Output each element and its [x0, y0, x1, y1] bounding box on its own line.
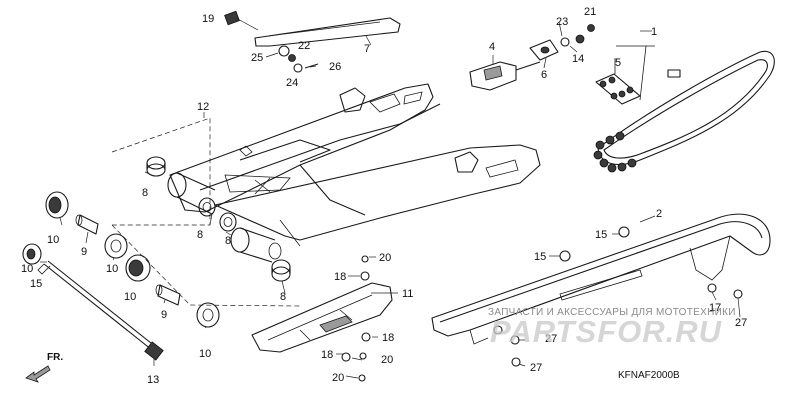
- callout-23: 23: [556, 16, 568, 28]
- callout-15a: 15: [595, 229, 607, 241]
- callout-10e: 10: [199, 348, 211, 360]
- callout-15c: 15: [30, 278, 42, 290]
- callout-27b: 27: [545, 333, 557, 345]
- callout-13: 13: [147, 374, 159, 386]
- callout-27c: 27: [530, 362, 542, 374]
- callout-18c: 18: [321, 349, 333, 361]
- callout-12: 12: [197, 101, 209, 113]
- callout-10d: 10: [124, 291, 136, 303]
- master-link: [595, 58, 641, 105]
- callout-9b: 9: [161, 309, 167, 321]
- callout-numbers: 1 2 4 5 6 7 8 8 8 8 9 9 10 10 10 10 10 1…: [21, 6, 747, 386]
- watermark-caption: ЗАПЧАСТИ И АКСЕССУАРЫ ДЛЯ МОТОТЕХНИКИ: [488, 307, 736, 318]
- bushings: [146, 156, 291, 282]
- callout-22: 22: [298, 40, 310, 52]
- callout-20c: 20: [332, 372, 344, 384]
- callout-26: 26: [329, 61, 341, 73]
- callout-11: 11: [402, 288, 413, 300]
- callout-20b: 20: [381, 354, 393, 366]
- callout-27a: 27: [735, 317, 747, 329]
- callout-6: 6: [541, 69, 547, 81]
- callout-7: 7: [364, 43, 370, 55]
- callout-10c: 10: [21, 263, 33, 275]
- callout-25: 25: [251, 52, 263, 64]
- callout-8b: 8: [197, 229, 203, 241]
- callout-2: 2: [656, 208, 662, 220]
- callout-18a: 18: [334, 271, 346, 283]
- callout-5: 5: [615, 57, 621, 69]
- bearings-and-collars: [22, 191, 220, 328]
- fasteners: [278, 24, 743, 382]
- watermark-brand: PARTSFOR.RU: [490, 314, 723, 349]
- drive-chain: [593, 45, 775, 173]
- callout-20a: 20: [379, 252, 391, 264]
- callout-15b: 15: [534, 251, 546, 263]
- callout-10a: 10: [47, 234, 59, 246]
- chain-slider: [251, 282, 393, 353]
- leader-lines: [40, 21, 741, 379]
- front-direction-label: FR.: [47, 352, 64, 363]
- callout-24: 24: [286, 77, 298, 89]
- callout-8a: 8: [142, 187, 148, 199]
- chain-adjuster: [469, 39, 559, 91]
- callout-8d: 8: [280, 291, 286, 303]
- callout-1: 1: [651, 26, 657, 38]
- chain-case: [431, 213, 771, 345]
- callout-8c: 8: [225, 235, 231, 247]
- callout-21: 21: [584, 6, 596, 18]
- callout-19: 19: [202, 13, 214, 25]
- callout-17: 17: [709, 302, 721, 314]
- callout-4: 4: [489, 41, 495, 53]
- callout-18b: 18: [382, 332, 394, 344]
- guide-bracket: [224, 10, 401, 47]
- pivot-bolt: [37, 260, 164, 361]
- swingarm: [111, 83, 541, 307]
- diagram-code: KFNAF2000B: [618, 370, 680, 381]
- chain-links: [593, 131, 637, 173]
- callout-10b: 10: [106, 263, 118, 275]
- callout-9a: 9: [81, 246, 87, 258]
- callout-14: 14: [572, 53, 584, 65]
- front-direction-arrow: [25, 365, 51, 383]
